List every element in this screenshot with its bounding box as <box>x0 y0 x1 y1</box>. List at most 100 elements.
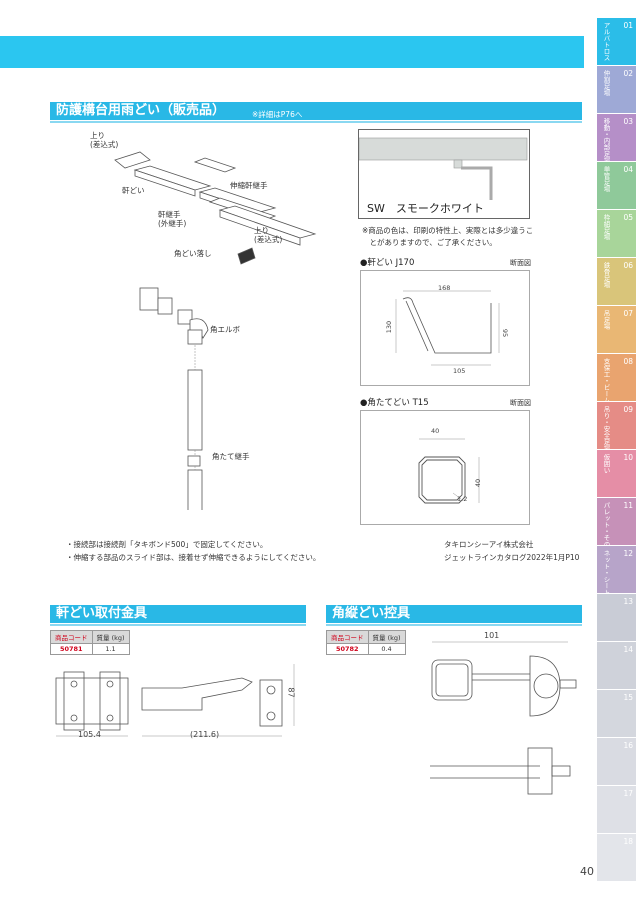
dim-kakutate-right: 40 <box>474 478 483 488</box>
detail-note: ※詳細はP76へ <box>252 110 303 119</box>
agari-top-part <box>114 151 151 169</box>
th-weight-3: 質量 (kg) <box>367 630 406 644</box>
label-agari-bottom: 上り (差込式) <box>254 226 283 245</box>
chapter-tab-12[interactable]: 12 ネット・シート・養生 <box>597 546 636 615</box>
section-kakutate-holder: 角縦どい控具 <box>326 605 582 626</box>
chapter-tab-13[interactable]: 13 <box>597 594 636 642</box>
dim-holder-width: 101 <box>484 631 500 640</box>
color-note: ※商品の色は、印刷の特性上、実際とは多少違うこ とがありますので、ご了承ください… <box>362 226 534 247</box>
holder-clamp <box>529 655 561 717</box>
nokidoi-heading: ●軒どい J170 <box>360 258 415 268</box>
chapter-tab-number: 04 <box>623 165 633 174</box>
section3-title: 角縦どい控具 <box>332 606 411 621</box>
nokidoi-section-label: 断面図 <box>510 259 531 267</box>
chapter-tab-03[interactable]: 03 移動・内部足場 <box>597 114 636 164</box>
chapter-tab-11[interactable]: 11 パレット・その他機材 <box>597 498 636 567</box>
chapter-tab-number: 02 <box>623 69 633 78</box>
chapter-tab-number: 03 <box>623 117 633 126</box>
chapter-tab-number: 14 <box>623 645 633 654</box>
label-nokitsugite: 軒継手 (外継手) <box>158 210 187 229</box>
label-agari-top: 上り (差込式) <box>90 131 119 150</box>
chapter-tab-label: 移動・内部足場 <box>602 118 610 164</box>
th-code: 商品コード <box>50 630 93 644</box>
kadodoi-otoshi-part <box>237 247 256 265</box>
chapter-tab-18[interactable]: 18 <box>597 834 636 882</box>
kakutate-section-label: 断面図 <box>510 399 531 407</box>
chapter-tab-number: 10 <box>623 453 633 462</box>
company-name: タキロンシーアイ株式会社 <box>444 540 534 549</box>
holder-square <box>431 659 473 701</box>
td-weight: 1.1 <box>91 643 130 655</box>
chapter-tab-02[interactable]: 02 仲割足場 <box>597 66 636 114</box>
gutter-parts-diagram <box>114 151 317 510</box>
chapter-tab-label: 吊り・安全足場 <box>602 406 610 452</box>
dim-kakutate-inner: 1.2 <box>457 495 468 503</box>
vertical-pipe-upper <box>187 369 203 451</box>
section-nokidoi-bracket: 軒どい取付金具 <box>50 605 306 626</box>
dim-nokidoi-left: 130 <box>385 320 394 334</box>
holder-drawing <box>430 641 577 795</box>
label-kaku-elbow: 角エルボ <box>210 325 240 334</box>
chapter-tab-17[interactable]: 17 <box>597 786 636 834</box>
section-title-gutter: 防護構台用雨どい（販売品） <box>50 102 582 123</box>
chapter-tab-label: パレット・その他機材 <box>602 502 610 567</box>
connection-notes: ・接続部は接続剤「タキボンド500」で固定してください。 ・伸縮する部品のスライ… <box>66 538 320 564</box>
kakutate-section-drawing: 40 40 1.2 <box>360 410 530 525</box>
note-line-1: ・接続部は接続剤「タキボンド500」で固定してください。 <box>66 540 268 549</box>
bracket-front <box>55 677 129 725</box>
dim-bracket-height: 87 <box>286 687 296 698</box>
chapter-tab-number: 05 <box>623 213 633 222</box>
product-photo-box: SW スモークホワイト <box>358 129 530 219</box>
dim-bracket-width: 105.4 <box>78 730 101 739</box>
chapter-tab-label: ネット・シート・養生 <box>602 550 610 615</box>
chapter-tab-number: 15 <box>623 693 633 702</box>
chapter-tab-number: 17 <box>623 789 633 798</box>
chapter-tab-label: 吊足場 <box>602 310 610 330</box>
vertical-pipe-lower <box>187 469 203 510</box>
dim-nokidoi-bottom: 105 <box>453 367 466 375</box>
dim-bracket-length: (211.6) <box>190 730 220 739</box>
label-kadodoi-otoshi: 角どい落し <box>174 249 212 258</box>
chapter-tab-label: アルバトロス <box>602 22 610 61</box>
td-code-3: 50782 <box>326 643 369 655</box>
chapter-tab-number: 08 <box>623 357 633 366</box>
td-code: 50781 <box>50 643 93 655</box>
chapter-tab-07[interactable]: 07 吊足場 <box>597 306 636 354</box>
th-weight: 質量 (kg) <box>91 630 130 644</box>
chapter-tab-16[interactable]: 16 <box>597 738 636 786</box>
chapter-tab-number: 11 <box>623 501 633 510</box>
section-title-text: 防護構台用雨どい（販売品） <box>56 103 226 118</box>
kakutate-profile <box>418 438 480 504</box>
page-number: 40 <box>580 865 594 878</box>
chapter-tab-label: 仮囲い <box>602 454 610 474</box>
dim-nokidoi-right: 95 <box>501 328 510 338</box>
nokidoi-profile <box>395 290 500 366</box>
company-info: タキロンシーアイ株式会社 ジェットラインカタログ2022年1月P10 <box>444 538 579 564</box>
kakutate-heading: ●角たてどい T15 <box>360 398 429 408</box>
catalog-reference: ジェットラインカタログ2022年1月P10 <box>444 553 580 562</box>
chapter-tab-number: 01 <box>623 21 633 30</box>
shinshuku-part <box>193 157 237 173</box>
label-shinshuku-tsugite: 伸縮軒継手 <box>230 181 268 190</box>
chapter-tab-10[interactable]: 10 仮囲い <box>597 450 636 498</box>
chapter-tab-number: 07 <box>623 309 633 318</box>
th-code-3: 商品コード <box>326 630 369 644</box>
chapter-tab-label: 鉄骨足場 <box>602 262 610 288</box>
bracket-side <box>141 677 253 711</box>
dim-nokidoi-top: 168 <box>438 284 451 292</box>
chapter-tab-01[interactable]: 01 アルバトロス <box>597 18 636 66</box>
nokidoi-section-drawing: 168 130 95 105 <box>360 270 530 386</box>
td-weight-3: 0.4 <box>367 643 406 655</box>
chapter-tab-number: 12 <box>623 549 633 558</box>
note-line-2: ・伸縮する部品のスライド部は、接着せず伸縮できるようにしてください。 <box>66 553 321 562</box>
photo-caption: SW スモークホワイト <box>367 202 484 215</box>
chapter-tab-label: 仲割足場 <box>602 70 610 96</box>
chapter-tab-15[interactable]: 15 <box>597 690 636 738</box>
chapter-tab-number: 16 <box>623 741 633 750</box>
chapter-tab-14[interactable]: 14 <box>597 642 636 690</box>
